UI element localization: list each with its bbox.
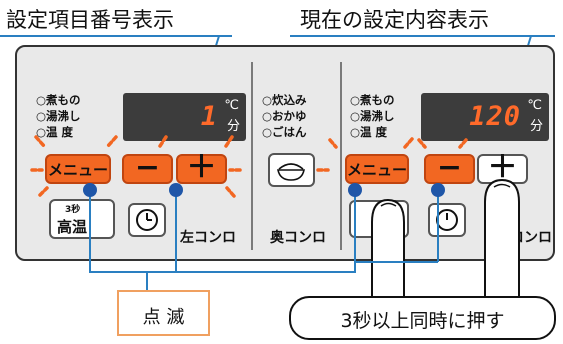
current-setting-heading: 現在の設定内容表示 (300, 8, 489, 32)
press-callout-text: 3秒以上同時に押す (340, 310, 505, 332)
left-high-temp-button[interactable]: 3秒 高温 (49, 199, 115, 239)
blink-callout-text: 点 滅 (142, 307, 185, 328)
left-burner-label: 左コンロ (180, 230, 236, 246)
middle-option-okayu: ○おかゆ (262, 109, 307, 123)
right-unit-minutes: 分 (529, 119, 543, 134)
rice-cooker-button[interactable] (268, 153, 315, 187)
left-high-temp-label: 高温 (57, 218, 88, 236)
left-plus-label: ＋ (186, 150, 217, 185)
left-display: 1 ℃ 分 (123, 93, 246, 141)
middle-option-gohan: ○ごはん (262, 125, 307, 139)
left-timer-button[interactable] (128, 203, 166, 237)
right-minus-label: − (436, 150, 463, 185)
left-unit-celsius: ℃ (224, 98, 239, 113)
right-option-ondo: ○温 度 (350, 125, 388, 139)
right-menu-label: メニュー (347, 161, 408, 179)
left-minus-button[interactable]: − (122, 150, 173, 185)
rice-bowl-icon (277, 163, 305, 181)
left-menu-button[interactable]: メニュー (45, 154, 111, 184)
right-unit-celsius: ℃ (527, 98, 542, 113)
left-display-value: 1 (200, 101, 218, 132)
left-option-ondo: ○温 度 (36, 125, 74, 139)
left-option-yuwakashi: ○湯沸し (36, 109, 81, 123)
left-option-list: ○煮もの ○湯沸し ○温 度 (36, 92, 81, 140)
setting-item-number-heading: 設定項目番号表示 (6, 8, 174, 32)
right-menu-button[interactable]: メニュー (345, 154, 409, 184)
right-option-list: ○煮もの ○湯沸し ○温 度 (350, 92, 395, 140)
left-option-nimono: ○煮もの (36, 93, 81, 107)
right-timer-button[interactable] (428, 203, 466, 237)
left-minus-label: − (134, 150, 161, 185)
left-plus-button[interactable]: ＋ (176, 150, 227, 185)
right-option-nimono: ○煮もの (350, 93, 395, 107)
middle-option-list: ○炊込み ○おかゆ ○ごはん (262, 92, 307, 140)
right-burner-label: コンロ (510, 230, 552, 246)
press-callout: 3秒以上同時に押す (289, 296, 556, 340)
clock-icon (136, 209, 158, 231)
left-menu-label: メニュー (47, 161, 108, 179)
blink-callout: 点 滅 (117, 290, 210, 336)
middle-option-takikomi: ○炊込み (262, 93, 307, 107)
back-burner-label: 奥コンロ (270, 230, 326, 246)
left-unit-minutes: 分 (226, 119, 240, 134)
left-three-seconds-label: 3秒 (65, 205, 81, 215)
right-display: 120 ℃ 分 (421, 93, 549, 141)
right-display-value: 120 (469, 101, 521, 132)
right-minus-button[interactable]: − (424, 150, 475, 185)
right-option-yuwakashi: ○湯沸し (350, 109, 395, 123)
